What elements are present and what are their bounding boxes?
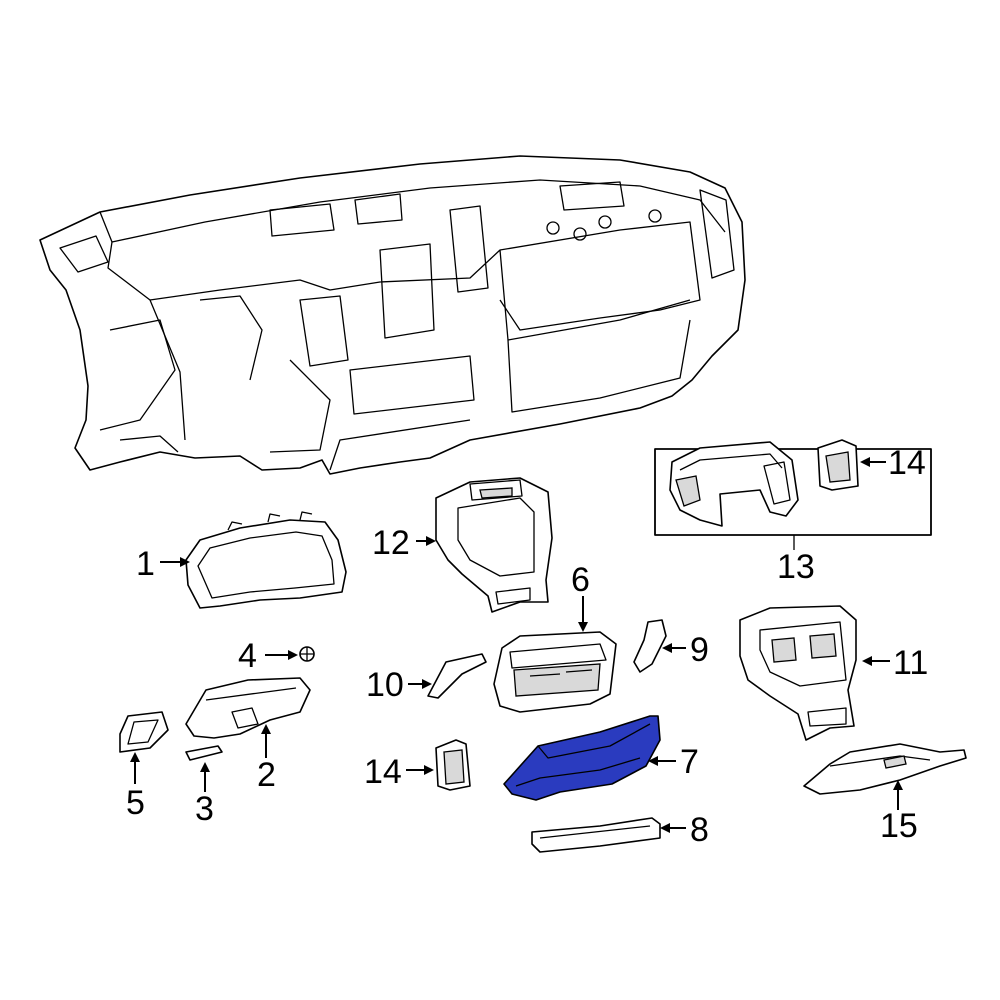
callout-14-lower: 14 [364, 753, 402, 791]
part-15-tray [803, 743, 967, 795]
callout-5: 5 [126, 784, 145, 822]
part-5-switch-bezel [119, 711, 169, 753]
part-9-trim [633, 619, 667, 673]
callout-4: 4 [238, 637, 257, 675]
callout-8: 8 [690, 811, 709, 849]
leader-arrows [130, 457, 903, 833]
part-4-clip [299, 646, 315, 662]
part-13-kit-box [654, 439, 932, 550]
part-3-trim [185, 745, 223, 761]
part-11-center-bezel [739, 605, 857, 741]
callout-15: 15 [880, 807, 918, 845]
callout-10: 10 [366, 666, 404, 704]
callout-12: 12 [372, 524, 410, 562]
callout-3: 3 [195, 790, 214, 828]
callout-14-upper: 14 [888, 444, 926, 482]
callout-2: 2 [257, 756, 276, 794]
part-2-knee-bolster [185, 677, 311, 739]
callout-6: 6 [571, 561, 590, 599]
part-7-storage-bin-highlighted [503, 715, 661, 801]
callout-11: 11 [893, 644, 928, 682]
callout-labels: 1 12 13 14 4 6 9 10 11 2 5 3 14 7 8 15 [126, 444, 928, 849]
callout-13: 13 [777, 548, 815, 586]
highlight-fill [503, 715, 661, 801]
part-6-center-stack [493, 631, 617, 713]
callout-9: 9 [690, 631, 709, 669]
part-1-cluster-bezel [185, 511, 347, 609]
part-8-trim-strip [531, 817, 661, 853]
callout-7: 7 [680, 743, 699, 781]
callout-1: 1 [136, 545, 155, 583]
part-10-trim [427, 653, 487, 699]
part-12-center-bezel [435, 477, 553, 613]
instrument-panel-assembly [39, 155, 746, 475]
part-14-air-vent [435, 739, 471, 791]
